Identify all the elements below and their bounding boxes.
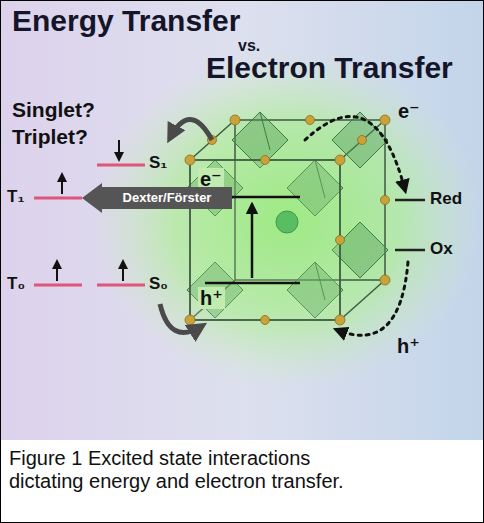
s1-level bbox=[97, 164, 145, 167]
heading-text: Energy Transfer bbox=[12, 4, 240, 37]
atom bbox=[380, 275, 390, 285]
spin-arrow bbox=[56, 261, 58, 281]
valence-band bbox=[205, 282, 300, 285]
background bbox=[1, 1, 483, 440]
hole-transfer-arrow bbox=[337, 262, 408, 335]
state-label: S₁ bbox=[149, 154, 167, 173]
atom bbox=[306, 116, 315, 125]
octahedron bbox=[332, 112, 388, 168]
atom bbox=[381, 196, 390, 205]
text-layer: Energy Transfervs.Electron TransferSingl… bbox=[0, 0, 484, 440]
carrier-label: h⁺ bbox=[397, 335, 420, 357]
figure-caption: Figure 1 Excited state interactions dict… bbox=[9, 447, 369, 493]
cube-edge bbox=[190, 120, 235, 160]
energy-levels bbox=[34, 165, 425, 285]
carrier-label: h⁺ bbox=[198, 287, 225, 309]
spin-arrow bbox=[118, 140, 120, 160]
ox-level bbox=[395, 249, 425, 252]
atom bbox=[335, 155, 345, 165]
atom bbox=[358, 136, 367, 145]
heading-text: Electron Transfer bbox=[206, 51, 453, 84]
spin-arrow bbox=[61, 174, 63, 194]
atom bbox=[336, 236, 345, 245]
atom bbox=[185, 315, 195, 325]
level-label: Ox bbox=[430, 240, 453, 259]
spin-arrows bbox=[57, 140, 123, 281]
electron-transfer-arrow bbox=[305, 117, 405, 190]
atom bbox=[230, 115, 240, 125]
curved-arrow bbox=[160, 304, 202, 332]
state-label: S₀ bbox=[149, 275, 168, 294]
spin-arrow bbox=[122, 261, 124, 281]
question-label: Singlet? bbox=[12, 98, 95, 121]
octahedron-edge bbox=[260, 112, 270, 150]
cube-edge bbox=[340, 280, 385, 320]
atom bbox=[185, 155, 195, 165]
carrier-label: e⁻ bbox=[198, 168, 224, 190]
state-label: T₁ bbox=[7, 188, 24, 207]
atom bbox=[380, 115, 390, 125]
perovskite-cube: e⁻ h⁺ bbox=[190, 120, 385, 320]
arrow-label: Dexter/Förster bbox=[123, 183, 212, 213]
cube-front-face bbox=[190, 160, 340, 320]
atom bbox=[261, 156, 270, 165]
block-arrow-outline bbox=[82, 183, 232, 213]
t1-level bbox=[34, 197, 82, 200]
atom bbox=[261, 316, 270, 325]
glow bbox=[92, 50, 482, 390]
curved-arrow bbox=[170, 119, 212, 140]
halide-atoms bbox=[185, 115, 390, 325]
transfer-block-arrow: Dexter/Förster bbox=[82, 183, 232, 213]
red-level bbox=[395, 199, 425, 202]
state-label: T₀ bbox=[7, 275, 25, 294]
excitation-arrow bbox=[251, 204, 254, 278]
t0-level bbox=[34, 284, 82, 287]
carrier-label: e⁻ bbox=[398, 100, 420, 122]
level-label: Red bbox=[430, 190, 462, 209]
atom bbox=[335, 315, 345, 325]
s0-level bbox=[97, 284, 145, 287]
question-label: Triplet? bbox=[12, 125, 88, 148]
